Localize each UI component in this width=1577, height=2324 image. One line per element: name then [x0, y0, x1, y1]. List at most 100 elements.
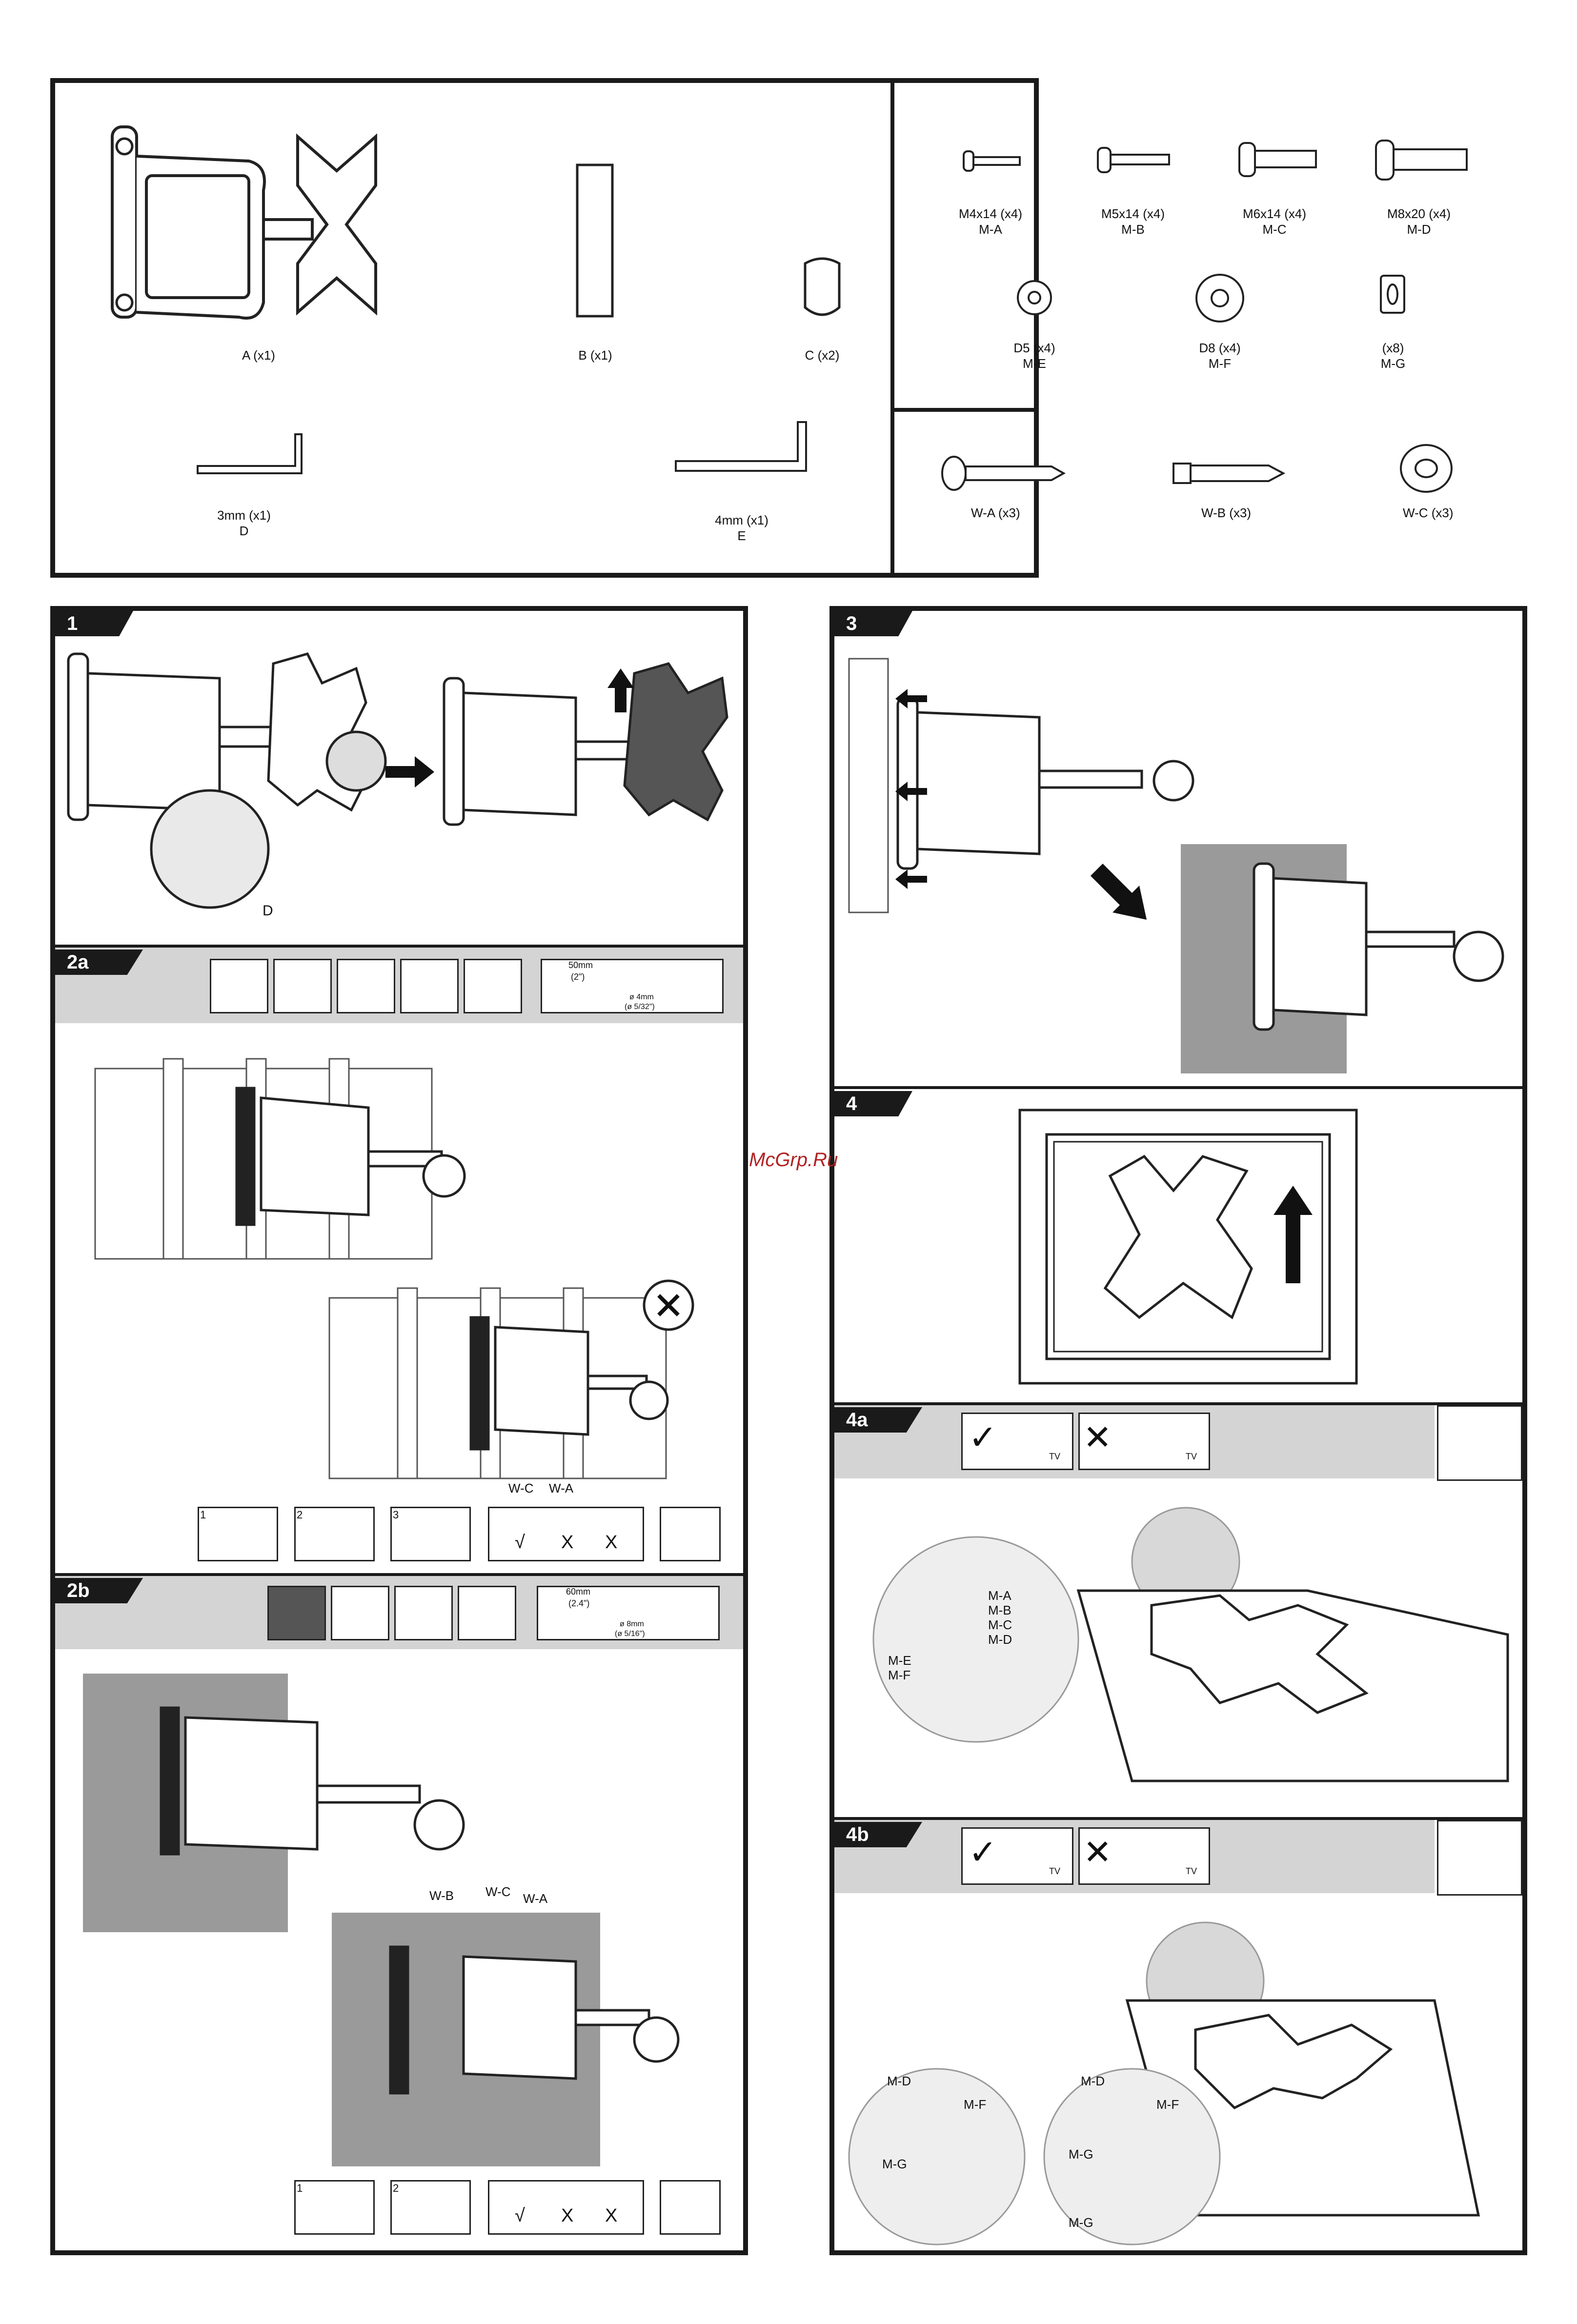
- screw-m-a-label: M4x14 (x4)M-A: [958, 206, 1023, 237]
- step-4b-mg-label-2: M-G: [1069, 2147, 1093, 2162]
- step-4a-correct-check: ✓: [969, 1418, 997, 1456]
- step-4a-correct-icon: [961, 1413, 1073, 1470]
- screw-m-d-icon: [1375, 140, 1468, 181]
- step-1-tool-label: D: [263, 903, 273, 919]
- drill-depth-diagram-2b: [537, 1586, 720, 1640]
- step-1-badge: 1: [55, 611, 133, 636]
- lag-bolt-w-a-icon: [941, 456, 1066, 491]
- step-4a-me-label: M-E: [888, 1653, 911, 1668]
- spacer-m-g-icon: [1380, 275, 1405, 314]
- spacer-plate-illustration: [576, 163, 614, 318]
- step-2b-substep-1: [294, 2180, 375, 2235]
- step-2b-divider: [55, 1573, 743, 1576]
- part-c-label: C (x2): [805, 348, 840, 363]
- screw-m-d-label: M8x20 (x4)M-D: [1387, 206, 1451, 237]
- step-2b-substep-2-num: 2: [393, 2182, 399, 2194]
- step-2a-drill-mm: ø 4mm: [629, 993, 654, 1001]
- washer-m-f-icon: [1195, 274, 1244, 323]
- step-2a-cross-mark-1: X: [561, 1532, 574, 1553]
- step-4a-mf-label: M-F: [888, 1668, 911, 1682]
- step-2a-drill-in: (ø 5/32"): [625, 1003, 655, 1011]
- pencil-icon: [400, 959, 459, 1013]
- spacer-m-g-label: (x8)M-G: [1380, 341, 1406, 371]
- step-4b-md-label-1: M-D: [887, 2074, 911, 2088]
- step-2a-drill-icon: [660, 1507, 721, 1561]
- step-2b-badge: 2b: [55, 1578, 143, 1603]
- washer-w-c-label: W-C (x3): [1403, 505, 1454, 520]
- lag-bolt-w-a-label: W-A (x3): [971, 505, 1020, 520]
- screw-m-b-icon: [1097, 147, 1170, 173]
- part-a-label: A (x1): [242, 348, 275, 363]
- step-2b-cross-mark-1: X: [561, 2205, 574, 2226]
- stud-finder-icon: [273, 959, 332, 1013]
- screwdriver-icon-4a: [1437, 1405, 1522, 1481]
- step-3-illustration: [848, 658, 1504, 1073]
- step-2a-check-mark: √: [515, 1532, 525, 1553]
- step-2b-check-mark: √: [515, 2205, 525, 2226]
- drill-icon-2b: [458, 1586, 516, 1640]
- step-2a-substep-2-num: 2: [297, 1509, 303, 1521]
- step-2a-wc-label: W-C: [508, 1481, 534, 1495]
- step-2a-cross-mark-2: X: [605, 1532, 618, 1553]
- step-2b-substep-1-num: 1: [297, 2182, 303, 2194]
- step-4b-tv-assembly-illustration: [848, 1921, 1480, 2245]
- cap-illustration: [804, 257, 841, 316]
- step-4a-wrong-icon: [1078, 1413, 1210, 1470]
- step-4a-ma-label: M-A: [988, 1588, 1011, 1603]
- washer-w-c-icon: [1400, 444, 1453, 493]
- step-4a-mc-label: M-C: [988, 1617, 1012, 1632]
- screw-m-b-label: M5x14 (x4)M-B: [1101, 206, 1165, 237]
- step-2b-wa-label: W-A: [523, 1891, 548, 1906]
- parts-divider-vertical: [890, 81, 894, 575]
- step-2b-depth-mm: 60mm: [566, 1587, 591, 1596]
- step-3-badge: 3: [834, 611, 912, 636]
- pencil-icon-2b: [394, 1586, 453, 1640]
- step-2a-substep-3: [390, 1507, 471, 1561]
- step-4b-wrong-icon: [1078, 1827, 1210, 1885]
- step-4b-mg-label-3: M-G: [1069, 2215, 1093, 2230]
- step-4b-divider: [834, 1817, 1522, 1820]
- step-2a-substep-2: [294, 1507, 375, 1561]
- step-4-tv-back-illustration: [1018, 1109, 1358, 1385]
- step-4b-wrong-tv: TV: [1186, 1866, 1197, 1876]
- screw-m-a-icon: [963, 150, 1021, 172]
- step-2b-cross-mark-2: X: [605, 2205, 618, 2226]
- part-e-label: 4mm (x1)E: [715, 513, 768, 543]
- step-4a-correct-tv: TV: [1049, 1452, 1061, 1461]
- step-4a-badge: 4a: [834, 1407, 922, 1433]
- wall-anchor-w-b-label: W-B (x3): [1201, 505, 1252, 520]
- step-4b-correct-icon: [961, 1827, 1073, 1885]
- step-2a-depth-mm: 50mm: [568, 960, 593, 970]
- watermark-text: McGrp.Ru: [749, 1149, 838, 1171]
- step-2b-drill-mm: ø 8mm: [620, 1620, 644, 1628]
- step-2b-wc-label: W-C: [485, 1884, 511, 1899]
- step-2a-substep-3-num: 3: [393, 1509, 399, 1521]
- step-2b-wb-label: W-B: [429, 1888, 454, 1903]
- allen-key-4mm-illustration: [675, 421, 807, 472]
- step-2b-drill-icon: [660, 2180, 721, 2235]
- step-4-badge: 4: [834, 1091, 912, 1116]
- step-4b-wrong-cross: ✕: [1083, 1833, 1112, 1871]
- step-4a-wrong-tv: TV: [1186, 1452, 1197, 1461]
- step-4b-badge: 4b: [834, 1822, 922, 1847]
- step-2b-masonry-mount-illustration: [83, 1674, 680, 2166]
- step-2a-level-check-box: [488, 1507, 644, 1561]
- wall-arm-illustration: [111, 125, 377, 320]
- step-4b-md-label-2: M-D: [1081, 2074, 1105, 2088]
- step-2b-drill-in: (ø 5/16"): [615, 1630, 645, 1638]
- step-2a-badge: 2a: [55, 950, 143, 975]
- step-4b-mf-label-1: M-F: [964, 2097, 987, 2112]
- step-4a-divider: [834, 1402, 1522, 1405]
- screw-m-c-icon: [1238, 142, 1317, 177]
- step-2a-substep-1-num: 1: [200, 1509, 206, 1521]
- step-4b-correct-tv: TV: [1049, 1866, 1061, 1876]
- step-2a-wa-label: W-A: [549, 1481, 574, 1495]
- level-icon: [337, 959, 395, 1013]
- step-4a-md-label: M-D: [988, 1632, 1012, 1647]
- stud-wall-icon: [210, 959, 268, 1013]
- step-2b-depth-in: (2.4"): [568, 1598, 590, 1608]
- step-4b-mg-label-1: M-G: [882, 2157, 907, 2171]
- part-b-label: B (x1): [578, 348, 612, 363]
- washer-m-f-label: D8 (x4)M-F: [1199, 341, 1241, 371]
- step-2b-substep-2: [390, 2180, 471, 2235]
